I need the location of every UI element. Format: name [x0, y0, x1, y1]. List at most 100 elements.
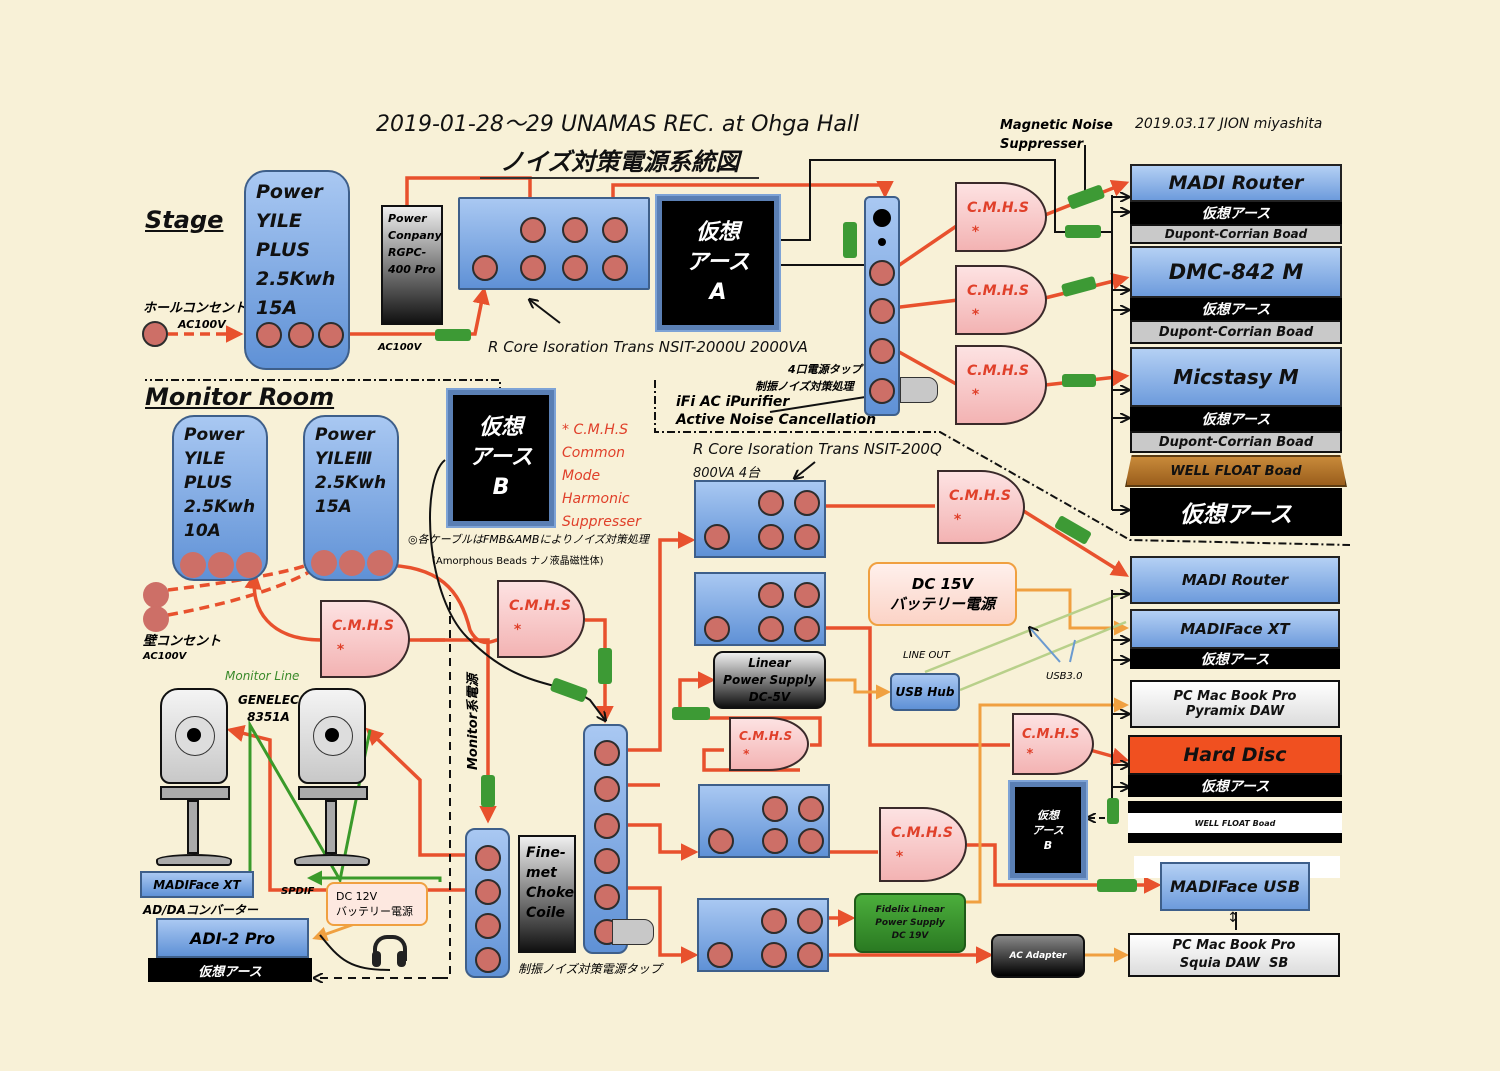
ifi-label-1: iFi AC iPurifier — [676, 394, 790, 410]
outlet — [869, 338, 895, 364]
tap-label: 制振ノイズ対策電源タップ — [518, 962, 662, 976]
virtual-earth-b: 仮想 アース B — [446, 388, 556, 528]
cmhs-legend-line: Harmonic — [562, 491, 630, 507]
tap-label-1: 4口電源タップ — [788, 363, 862, 376]
outlet — [797, 908, 823, 934]
outlet — [869, 378, 895, 404]
rcore-200q-count: 800VA 4台 — [693, 466, 761, 481]
monitor-rack-float-6: WELL FLOAT Boad — [1128, 801, 1342, 843]
power-yile-plus-monitor-label: Power YILE PLUS 2.5Kwh 10A — [184, 425, 256, 541]
cmhs-monitor-6: C.M.H.S * — [879, 807, 967, 882]
cmhs-monitor-4: C.M.H.S * — [937, 470, 1025, 544]
outlet — [794, 616, 820, 642]
fidelix-linear-ps: Fidelix Linear Power Supply DC 19V — [854, 893, 966, 953]
outlet — [708, 828, 734, 854]
outlet — [869, 260, 895, 286]
stage-rack-gray-2: Dupont-Corrian Boad — [1130, 224, 1342, 244]
pc-mac-squia: PC Mac Book Pro Squia DAW SB — [1128, 933, 1340, 977]
headphones-icon — [372, 935, 408, 969]
monitor-rack-black-5: 仮想アース — [1128, 775, 1342, 797]
speaker-cabinet — [160, 688, 228, 784]
outlet — [707, 942, 733, 968]
tap-label-2: 制振ノイズ対策処理 — [755, 380, 854, 393]
stage-rack-blue-0: MADI Router — [1130, 164, 1342, 202]
cmhs-monitor-3: C.M.H.S * — [729, 717, 809, 771]
ferrite-core — [598, 648, 612, 684]
madiface-usb: MADIFace USB — [1160, 862, 1310, 911]
outlet — [318, 322, 344, 348]
rcore-200q-label: R Core Isoration Trans NSIT-200Q — [693, 440, 942, 458]
monitor-power-label: Monitor系電源 — [466, 673, 481, 770]
magnetic-noise-label-1: Magnetic Noise — [1000, 118, 1113, 133]
ferrite-core — [481, 775, 495, 807]
outlet — [520, 255, 546, 281]
stage-rack-wood-9: WELL FLOAT Boad — [1125, 455, 1347, 487]
wall-ac-label: AC100V — [143, 651, 187, 662]
power-yile-3-monitor: Power YILEⅢ 2.5Kwh 15A — [303, 415, 399, 581]
wall-outlet — [143, 582, 169, 608]
monitor-rack-black-2: 仮想アース — [1130, 649, 1340, 669]
outlet — [180, 552, 206, 578]
outlet — [758, 582, 784, 608]
stage-rack-blue-6: Micstasy M — [1130, 347, 1342, 407]
outlet — [520, 217, 546, 243]
dc12v-battery: DC 12V バッテリー電源 — [326, 882, 428, 926]
outlet — [475, 913, 501, 939]
usb3-label: USB3.0 — [1046, 671, 1083, 682]
tweeter-icon — [325, 728, 339, 742]
outlet — [594, 813, 620, 839]
stage-rack-black-1: 仮想アース — [1130, 202, 1342, 224]
author-date: 2019.03.17 JION miyashita — [1135, 116, 1323, 132]
diagram-title: 2019-01-28〜29 UNAMAS REC. at Ohga Hall — [376, 112, 860, 137]
outlet — [288, 322, 314, 348]
vibration-control-power-tap — [583, 724, 628, 954]
ground-terminal — [873, 209, 891, 227]
adi2-virtual-earth: 仮想アース — [148, 958, 312, 982]
cmhs-legend: * C.M.H.S Common Mode Harmonic Suppresse… — [562, 419, 641, 534]
stage-rack-black-big-10: 仮想アース — [1130, 488, 1342, 536]
power-yile-plus-stage: Power YILE PLUS 2.5Kwh 15A — [244, 170, 350, 370]
ferrite-core — [843, 222, 857, 258]
outlet — [704, 616, 730, 642]
outlet — [602, 217, 628, 243]
outlet — [594, 884, 620, 910]
cmhs-stage-3: C.M.H.S * — [955, 345, 1047, 425]
section-stage: Stage — [145, 206, 224, 234]
ground-screw — [878, 238, 886, 246]
rcore-trans-200q-1 — [694, 480, 826, 558]
madiface-xt-monitor: MADIFace XT — [140, 871, 254, 898]
outlet — [594, 848, 620, 874]
monitor-rack-orange-4: Hard Disc — [1128, 735, 1342, 775]
ferrite-core — [1065, 225, 1101, 238]
monitor-rack-blue-0: MADI Router — [1130, 556, 1340, 604]
outlet — [761, 942, 787, 968]
outlet — [562, 217, 588, 243]
speaker-cabinet — [298, 688, 366, 784]
finemet-label: Fine- met Choke Coile — [526, 845, 575, 921]
stage-rack-black-4: 仮想アース — [1130, 298, 1342, 320]
outlet — [758, 524, 784, 550]
cmhs-legend-line: Common — [562, 445, 626, 461]
outlet — [762, 828, 788, 854]
genelec-label: GENELEC 8351A — [238, 693, 299, 724]
outlet — [562, 255, 588, 281]
speaker-left — [156, 688, 232, 866]
cmhs-monitor-2: C.M.H.S * — [497, 580, 585, 658]
outlet — [367, 550, 393, 576]
cmhs-legend-line: Suppresser — [562, 514, 641, 530]
power-yile-plus-stage-label: Power YILE PLUS 2.5Kwh 15A — [256, 181, 336, 319]
ferrite-core — [1107, 798, 1119, 824]
ferrite-core — [672, 707, 710, 720]
diagram-subtitle: ノイズ対策電源系統図 — [480, 142, 760, 179]
spdif-label: SPDIF — [281, 886, 315, 897]
outlet — [311, 550, 337, 576]
monitor-rack-white-3: PC Mac Book Pro Pyramix DAW — [1130, 680, 1340, 728]
outlet — [236, 552, 262, 578]
ferrite-core — [1062, 374, 1096, 387]
outlet — [594, 776, 620, 802]
rcore-2000u-label: R Core Isoration Trans NSIT-2000U 2000VA — [488, 338, 808, 356]
hall-outlet-label: ホールコンセント — [143, 301, 247, 316]
outlet — [758, 616, 784, 642]
outlet — [794, 490, 820, 516]
cmhs-monitor-5: C.M.H.S * — [1012, 713, 1094, 775]
